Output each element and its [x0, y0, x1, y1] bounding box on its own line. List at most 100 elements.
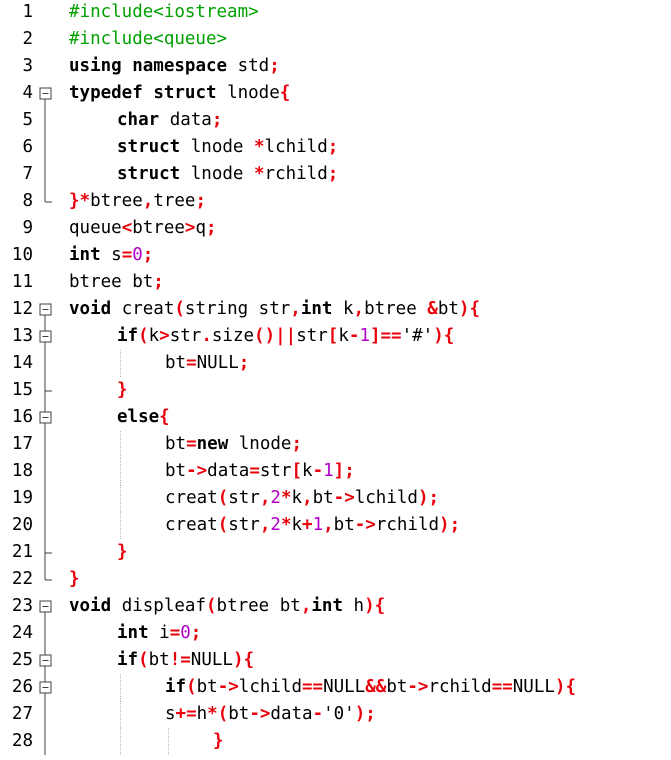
code-token: rchild [264, 164, 328, 184]
code-text[interactable]: #include<iostream> [69, 0, 259, 26]
code-token: 1 [312, 515, 324, 535]
code-text[interactable]: creat(str,2*k+1,bt->rchild); [165, 512, 460, 539]
code-token: ; [153, 272, 164, 292]
code-line[interactable]: 1#include<iostream> [0, 0, 671, 26]
code-token: lnode [216, 83, 280, 103]
code-token: creat [165, 515, 218, 535]
code-text[interactable]: } [69, 566, 80, 593]
code-text[interactable]: } [117, 377, 128, 404]
code-token: lchild [354, 488, 418, 508]
code-text[interactable]: if(bt->lchild==NULL&&bt->rchild==NULL){ [165, 674, 576, 701]
line-number: 13 [11, 326, 33, 346]
fold-toggle-icon[interactable] [38, 80, 56, 107]
code-text[interactable]: void creat(string str,int k,btree &bt){ [69, 296, 480, 323]
code-line[interactable]: 21} [0, 539, 671, 566]
fold-toggle-icon[interactable] [38, 593, 56, 620]
code-text[interactable]: bt=new lnode; [165, 431, 302, 458]
code-text[interactable]: int s=0; [69, 242, 153, 269]
code-token: ; [327, 137, 339, 157]
code-token: lchild [264, 137, 328, 157]
code-text[interactable]: s+=h*(bt->data-'0'); [165, 701, 376, 728]
code-line[interactable]: 8}*btree,tree; [0, 188, 671, 215]
fold-toggle-icon[interactable] [38, 323, 56, 350]
code-line[interactable]: 15} [0, 377, 671, 404]
code-token: bt [165, 434, 187, 454]
code-text[interactable]: btree bt; [69, 269, 164, 296]
code-token: if [117, 326, 139, 346]
code-line[interactable]: 13 if(k>str.size()||str[k-1]=='#'){ [0, 323, 671, 350]
code-text[interactable]: typedef struct lnode{ [69, 80, 290, 107]
code-text[interactable]: }*btree,tree; [69, 188, 206, 215]
code-token: s [165, 704, 176, 724]
code-token: creat [165, 488, 218, 508]
code-text[interactable]: int i=0; [117, 620, 201, 647]
code-token: = [186, 353, 197, 373]
code-token: rchild [375, 515, 440, 535]
code-text[interactable]: queue<btree>q; [69, 215, 217, 242]
code-text[interactable]: } [213, 728, 224, 755]
line-number: 18 [11, 461, 33, 481]
code-text[interactable]: using namespace std; [69, 53, 280, 80]
code-line[interactable]: 3 using namespace std; [0, 53, 671, 80]
code-text[interactable]: #include<queue> [69, 26, 227, 53]
code-text[interactable]: } [117, 539, 128, 566]
code-line[interactable]: 18 bt->data=str[k-1]; [0, 458, 671, 485]
code-text[interactable]: bt->data=str[k-1]; [165, 458, 355, 485]
code-line[interactable]: 22} [0, 566, 671, 593]
line-number: 21 [11, 542, 33, 562]
code-token: } [213, 731, 224, 751]
code-text[interactable]: struct lnode *lchild; [117, 134, 338, 161]
code-token: , [259, 515, 271, 535]
line-number: 11 [11, 272, 33, 292]
code-text[interactable]: void displeaf(btree bt,int h){ [69, 593, 385, 620]
code-token: k [338, 326, 349, 346]
code-token: ()|| [254, 326, 297, 346]
code-token: k [148, 326, 160, 346]
code-line[interactable]: 11 btree bt; [0, 269, 671, 296]
code-text[interactable]: creat(str,2*k,bt->lchild); [165, 485, 439, 512]
code-token: struct [117, 137, 181, 157]
code-text[interactable]: else{ [117, 404, 170, 431]
fold-toggle-icon[interactable] [38, 296, 56, 323]
fold-gutter-blank [38, 215, 56, 242]
code-line[interactable]: 23 void displeaf(btree bt,int h){ [0, 593, 671, 620]
code-token: *( [207, 704, 229, 724]
line-number: 23 [11, 596, 33, 616]
code-token: , [259, 488, 271, 508]
code-text[interactable]: if(bt!=NULL){ [117, 647, 254, 674]
code-token: ]; [333, 461, 355, 481]
code-text[interactable]: if(k>str.size()||str[k-1]=='#'){ [117, 323, 454, 350]
code-token: data [159, 110, 212, 130]
code-token: q [195, 218, 207, 238]
fold-toggle-icon[interactable] [38, 404, 56, 431]
fold-line-icon [38, 485, 56, 512]
code-line[interactable]: 28} [0, 728, 671, 755]
code-token: = [249, 461, 260, 481]
fold-toggle-icon[interactable] [38, 674, 56, 701]
code-text[interactable]: struct lnode *rchild; [117, 161, 338, 188]
code-text[interactable]: bt=NULL; [165, 350, 249, 377]
code-token: rchild [428, 677, 492, 697]
code-line[interactable]: 2#include<queue> [0, 26, 671, 53]
fold-toggle-icon[interactable] [38, 647, 56, 674]
code-text[interactable]: char data; [117, 107, 222, 134]
line-number: 3 [22, 56, 33, 76]
code-token: str [228, 488, 260, 508]
